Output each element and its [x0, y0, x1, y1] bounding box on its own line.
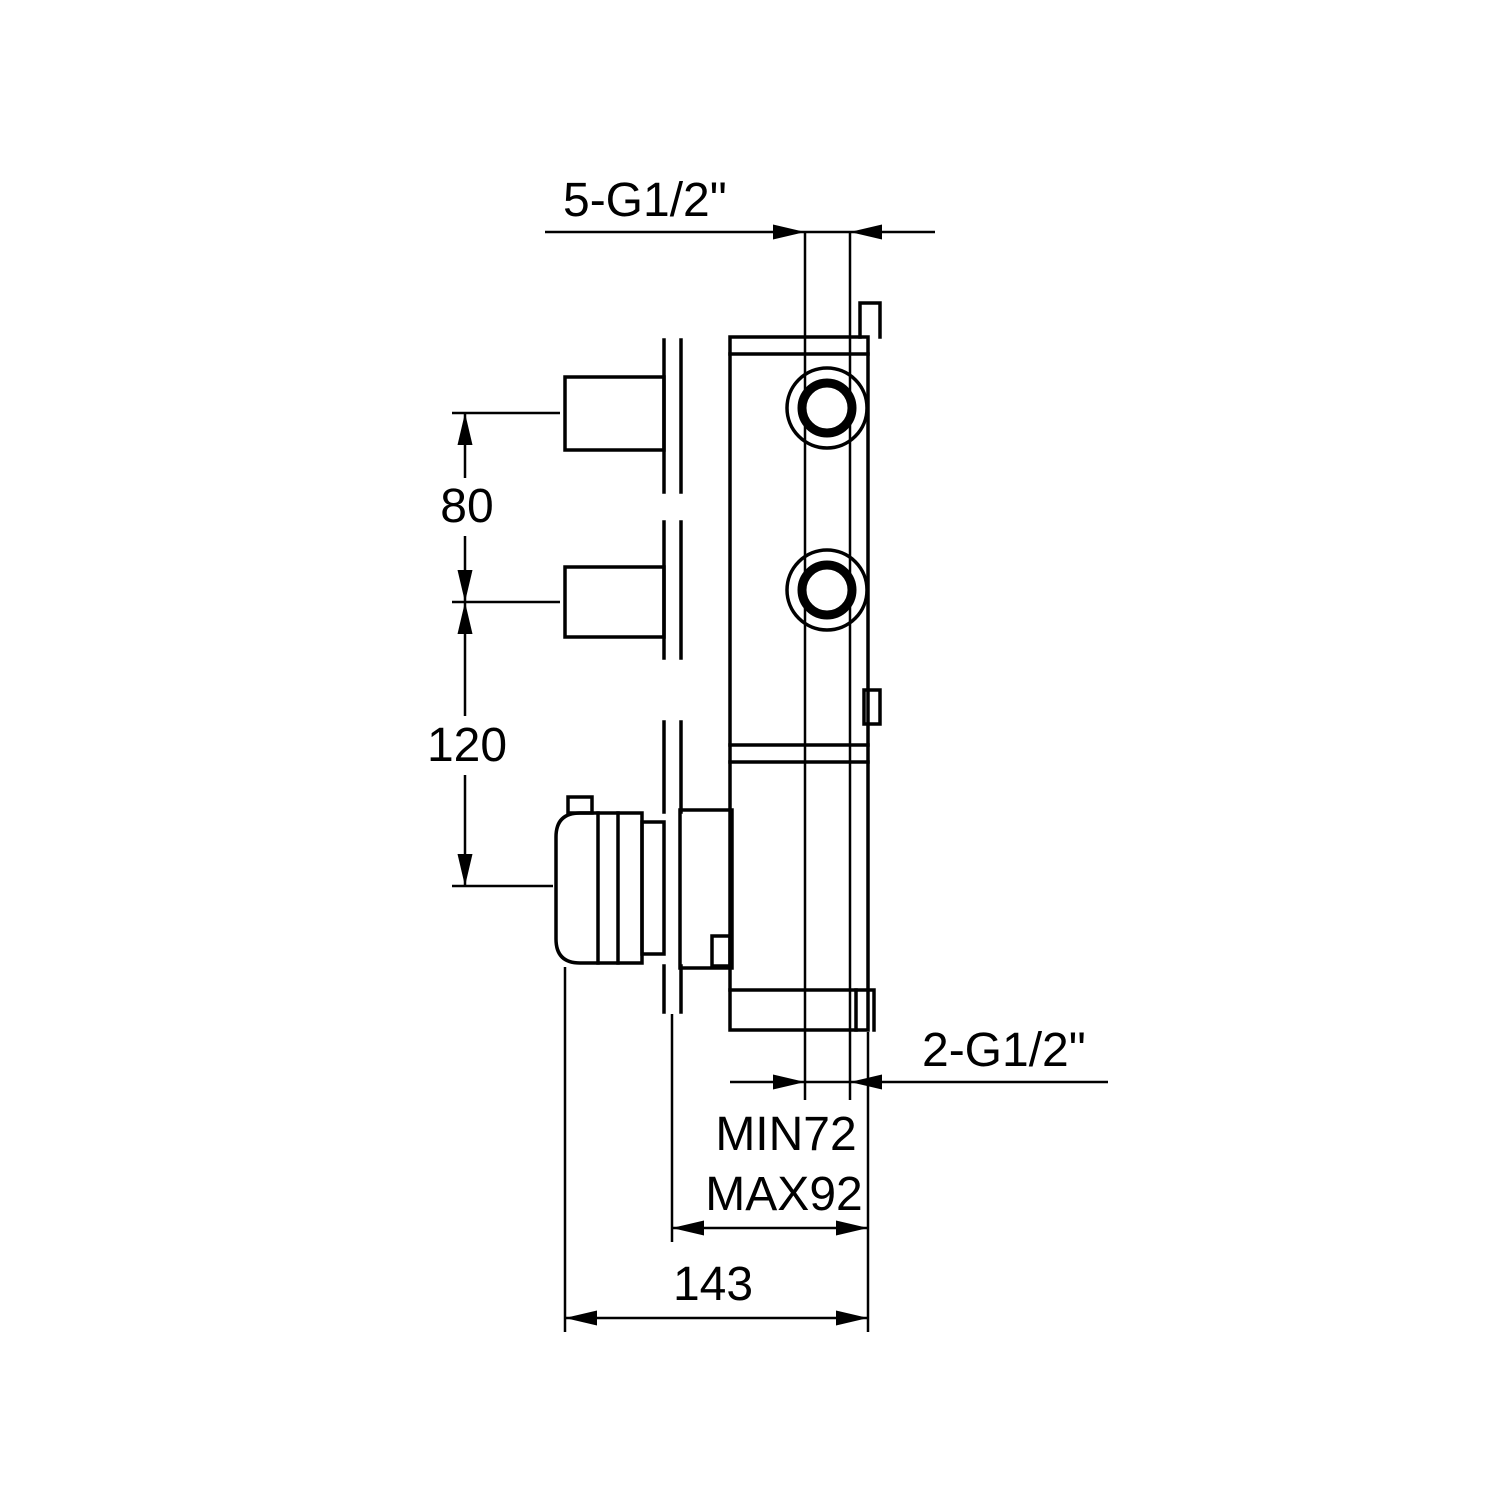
extension-lines-group	[452, 232, 870, 1332]
lower-port-outer-circle	[785, 548, 869, 632]
cartridge-collar	[640, 820, 666, 956]
upper-port-outer-circle	[785, 366, 869, 450]
arrow-120-up	[457, 602, 473, 634]
valve-body-section-lines	[728, 352, 870, 992]
arrow-depth-right	[836, 1220, 868, 1236]
side-port-stubs-group	[563, 375, 666, 639]
label-bottom-thread: 2-G1/2"	[922, 1024, 1086, 1077]
valve-body-outline	[728, 335, 870, 1032]
dimension-labels-group: 5-G1/2" 80 120 2-G1/2" MIN72 MAX92 143	[427, 174, 1086, 1311]
arrowheads-group	[457, 224, 882, 1326]
cartridge-rib-lines	[596, 811, 620, 965]
arrow-overall-left	[565, 1310, 597, 1326]
arrow-depth-left	[672, 1220, 704, 1236]
label-lower-port-spacing: 120	[427, 719, 507, 772]
vertical-port-bore-lines	[803, 232, 852, 1100]
arrow-top-thread-left	[773, 224, 805, 240]
lower-side-port-stub	[563, 565, 666, 639]
valve-body-group	[728, 301, 882, 1032]
arrow-120-down	[457, 854, 473, 886]
lower-port-thread-ring	[797, 560, 857, 620]
upper-side-port-stub	[563, 375, 666, 452]
arrow-80-down	[457, 570, 473, 602]
arrow-overall-right	[836, 1310, 868, 1326]
arrow-80-up	[457, 413, 473, 445]
upper-port-thread-ring	[797, 378, 857, 438]
left-extension-lines	[452, 411, 560, 888]
connection-screw-detail	[710, 934, 732, 968]
cartridge-body	[554, 811, 644, 965]
top-mounting-tab	[858, 301, 882, 339]
cartridge-connection-block	[678, 808, 734, 970]
label-depth-min: MIN72	[715, 1108, 856, 1161]
arrow-bottom-thread-left	[773, 1074, 805, 1090]
label-overall-depth: 143	[673, 1258, 753, 1311]
arrow-top-thread-right	[850, 224, 882, 240]
front-ports-group	[785, 366, 869, 632]
bottom-mounting-clip	[854, 988, 876, 1032]
cartridge-group	[554, 795, 734, 970]
label-depth-max: MAX92	[705, 1168, 862, 1221]
arrow-bottom-thread-right	[850, 1074, 882, 1090]
label-upper-port-spacing: 80	[440, 480, 493, 533]
label-top-thread: 5-G1/2"	[563, 174, 727, 227]
mid-mounting-clip	[862, 688, 882, 726]
